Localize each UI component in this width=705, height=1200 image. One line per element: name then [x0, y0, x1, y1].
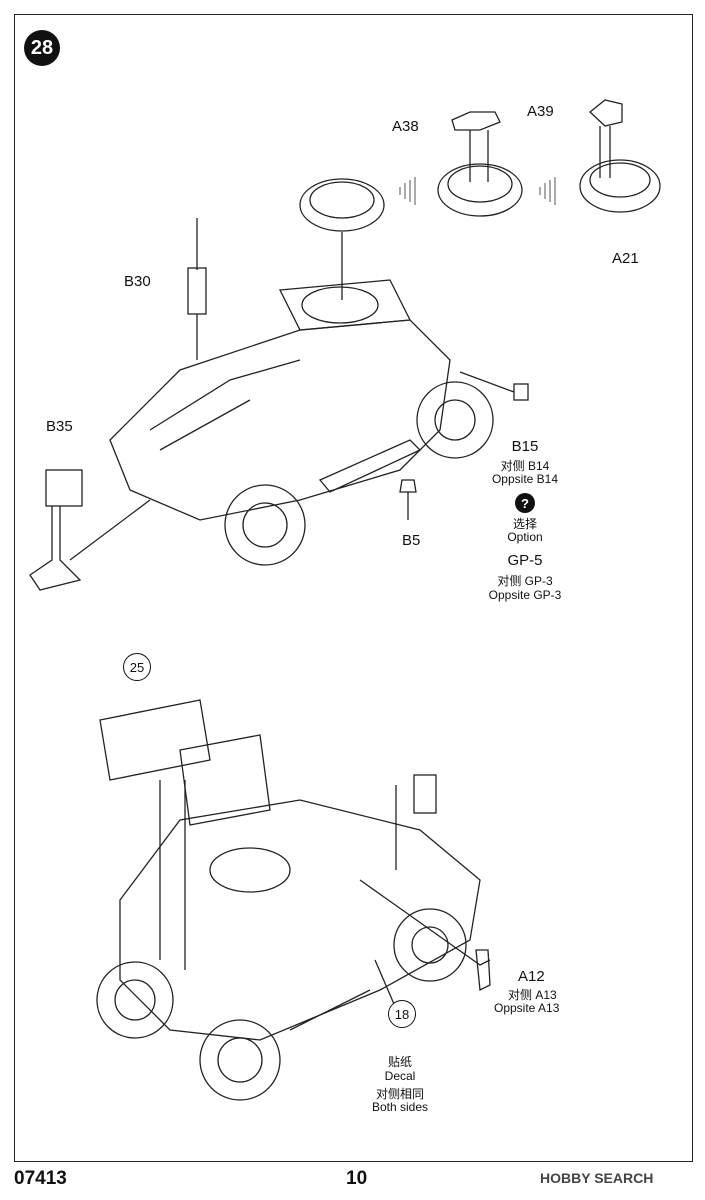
label-a12-opposite-cn: 对侧 A13 — [508, 988, 557, 1002]
turret-ring-a38 — [437, 163, 523, 217]
plate-lower — [413, 774, 437, 814]
part-a39 — [589, 99, 623, 127]
step-number-badge: 28 — [24, 30, 60, 66]
label-b15-opposite-en: Oppsite B14 — [491, 472, 559, 486]
turret-ring-a21 — [579, 159, 661, 213]
label-gp-opposite-cn: 对侧 GP-3 — [497, 574, 553, 588]
label-a12-opposite-en: Oppsite A13 — [494, 1001, 560, 1015]
part-a38 — [451, 111, 501, 131]
step-ref-25: 25 — [123, 653, 151, 681]
vehicle-body-lower — [119, 799, 481, 1041]
label-b5: B5 — [402, 532, 421, 549]
wheel-front-lower — [199, 1019, 281, 1101]
label-a12: A12 — [518, 968, 545, 985]
step-ref-18: 18 — [388, 1000, 416, 1028]
part-b15 — [513, 383, 529, 401]
part-b35 — [45, 469, 83, 507]
label-gp5: GP-5 — [507, 552, 543, 569]
page-number: 10 — [346, 1168, 368, 1189]
wheel-front-upper — [224, 484, 306, 566]
page-frame — [14, 14, 693, 1162]
vehicle-body-upper — [109, 319, 451, 521]
wheel-rear-upper — [416, 381, 494, 459]
wheel-right-lower — [393, 908, 467, 982]
label-b15-opposite-cn: 对侧 B14 — [500, 459, 550, 473]
step-rail — [318, 439, 422, 493]
label-both-cn: 对侧相同 — [375, 1087, 425, 1101]
label-a38: A38 — [392, 118, 419, 135]
label-b15: B15 — [511, 438, 539, 455]
part-a12 — [359, 879, 491, 966]
kit-code: 07413 — [14, 1168, 67, 1189]
label-decal-en: Decal — [384, 1069, 416, 1083]
label-a39: A39 — [527, 103, 554, 120]
part-b5 — [399, 479, 417, 493]
label-a21: A21 — [612, 250, 639, 267]
stowage-box-left — [99, 699, 211, 781]
hatch-assembly — [299, 178, 385, 232]
watermark-brand: HOBBY SEARCH — [540, 1170, 654, 1186]
wheel-rear-lower — [96, 961, 174, 1039]
stowage-box-right — [179, 734, 271, 826]
label-b30: B30 — [124, 273, 151, 290]
label-option-cn: 选择 — [512, 517, 538, 531]
label-decal-cn: 贴纸 — [387, 1055, 413, 1069]
label-option-en: Option — [507, 530, 543, 544]
label-both-en: Both sides — [371, 1100, 429, 1114]
part-b30 — [187, 267, 207, 315]
option-question-icon: ? — [515, 493, 535, 513]
label-gp-opposite-en: Oppsite GP-3 — [488, 588, 562, 602]
label-b35: B35 — [46, 418, 73, 435]
